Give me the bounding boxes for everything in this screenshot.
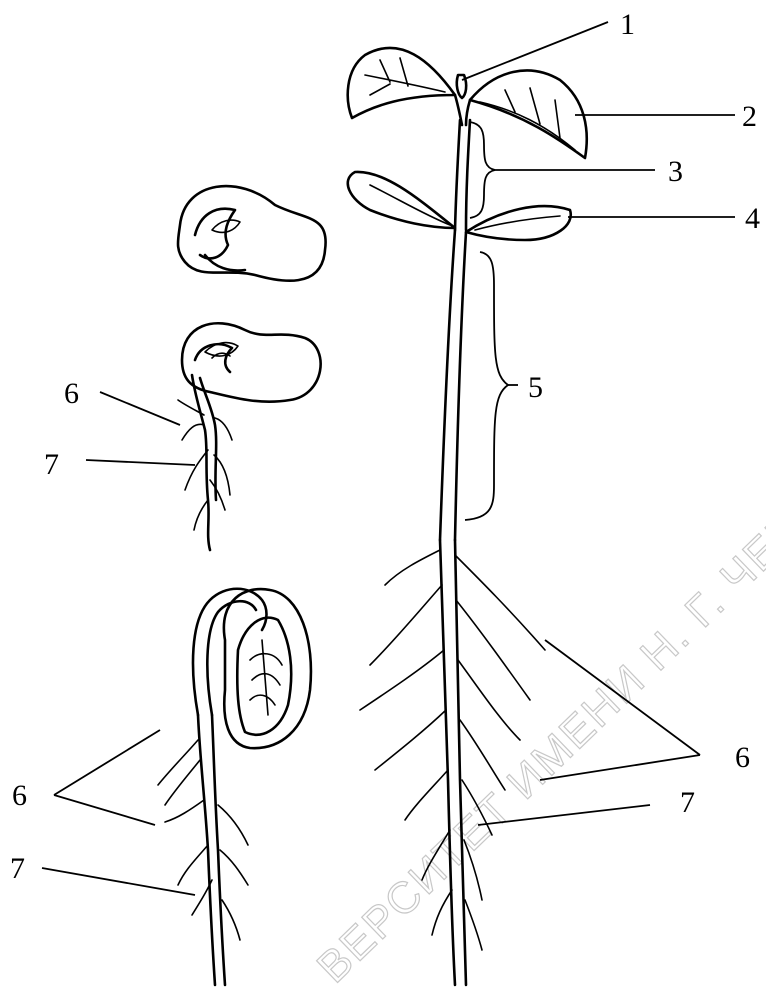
label-2: 2 bbox=[742, 100, 757, 133]
label-1: 1 bbox=[620, 8, 635, 41]
label-7-small-seedling: 7 bbox=[44, 448, 59, 481]
seed-stage-1 bbox=[178, 186, 326, 281]
label-7-hook-seedling: 7 bbox=[10, 852, 25, 885]
watermark: ВЕРСИТЕТ ИМЕНИ Н. Г. ЧЕР bbox=[308, 502, 766, 987]
leader-lines bbox=[42, 22, 735, 895]
label-6-small-seedling: 6 bbox=[64, 377, 79, 410]
watermark-text: ВЕРСИТЕТ ИМЕНИ Н. Г. ЧЕР bbox=[308, 502, 766, 987]
label-3: 3 bbox=[668, 155, 683, 188]
label-7-mature-seedling: 7 bbox=[680, 786, 695, 819]
label-4: 4 bbox=[745, 202, 760, 235]
label-6-hook-seedling: 6 bbox=[12, 779, 27, 812]
label-6-mature-seedling: 6 bbox=[735, 741, 750, 774]
seed-stage-2 bbox=[178, 323, 321, 550]
seedling-stage-3 bbox=[158, 589, 311, 985]
label-5: 5 bbox=[528, 371, 543, 404]
